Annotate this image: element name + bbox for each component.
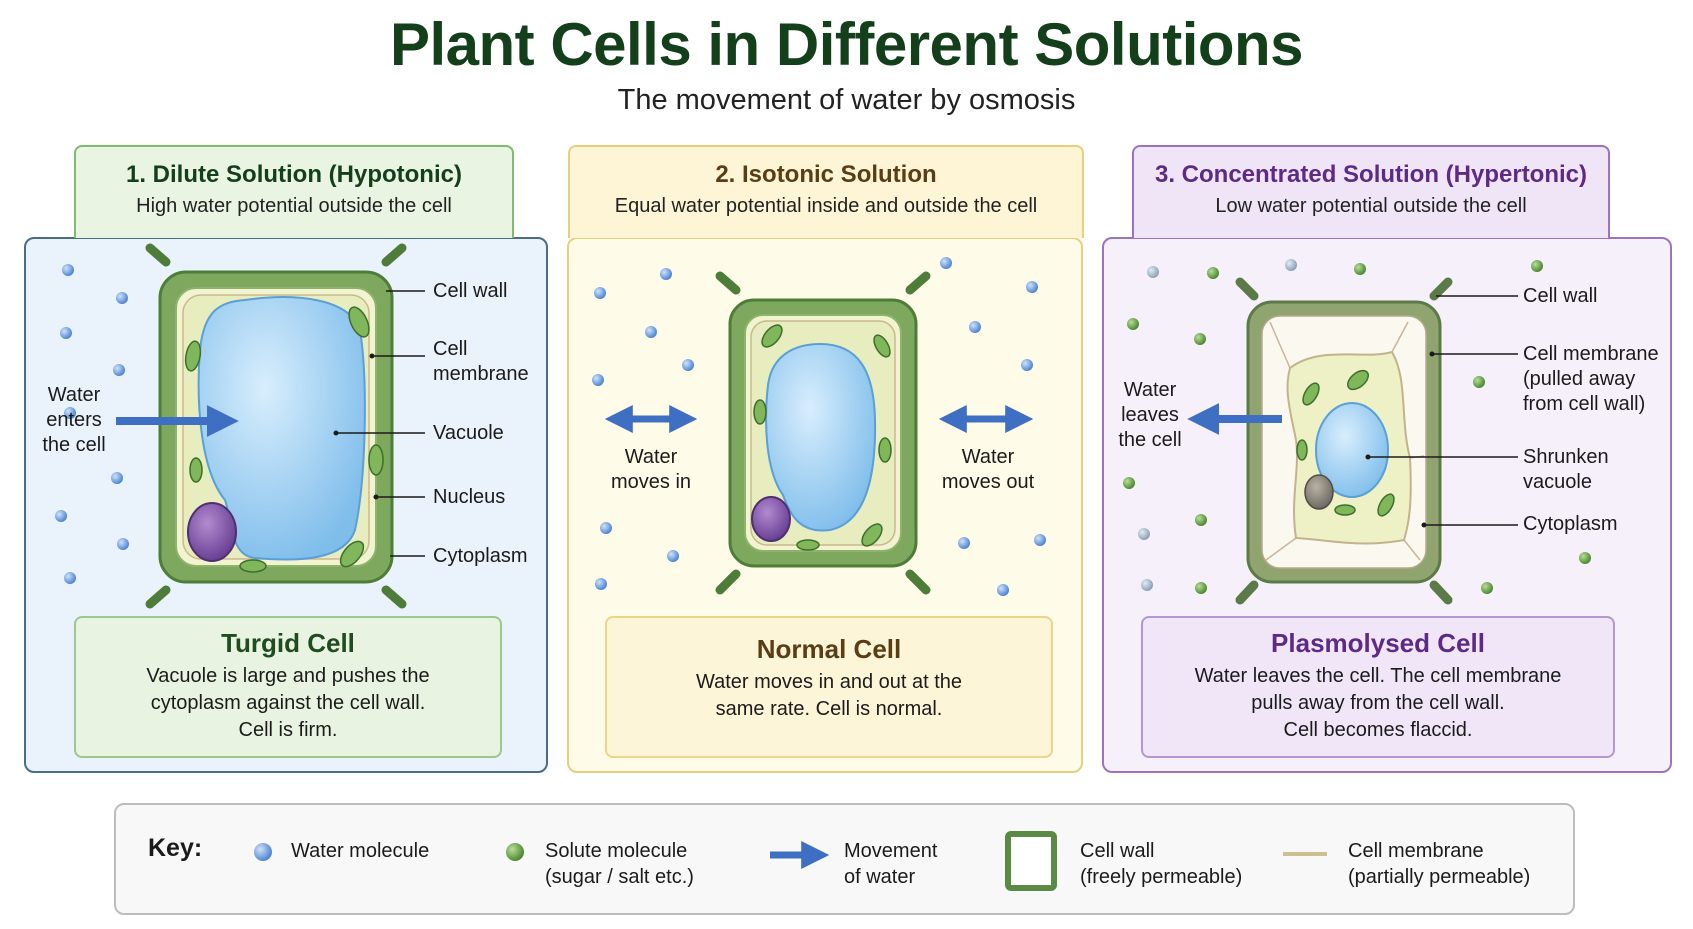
key-movement-of-water: Movement of water — [844, 838, 937, 890]
turgid-cell — [145, 243, 407, 609]
plasmolysed-leader-lines — [1368, 295, 1518, 526]
arrow-label-line: Water — [47, 384, 101, 406]
arrow-label-line: the cell — [1118, 429, 1182, 451]
heading-hypertonic: 3. Concentrated Solution (Hypertonic) — [1154, 161, 1588, 188]
page-title: Plant Cells in Different Solutions — [389, 11, 1304, 78]
normal-cell — [715, 271, 931, 595]
label-cell-membrane-pulled: Cell membrane (pulled away from cell wal… — [1523, 342, 1659, 417]
key-label-line: Cell wall — [1080, 840, 1155, 862]
part-label-line: membrane — [433, 363, 529, 385]
cell-wall-icon — [1005, 831, 1057, 891]
key-label-line: Solute molecule — [545, 840, 688, 862]
key-box — [114, 803, 1575, 915]
header-isotonic: 2. Isotonic Solution Equal water potenti… — [568, 145, 1084, 238]
part-label-line: (pulled away — [1523, 368, 1636, 390]
key-label-line: (freely permeable) — [1080, 866, 1243, 888]
part-label-line: vacuole — [1523, 471, 1592, 493]
label-nucleus: Nucleus — [433, 486, 506, 508]
key-label-line: Cell membrane — [1348, 840, 1484, 862]
label-cytoplasm: Cytoplasm — [433, 545, 528, 567]
arrow-label-line: leaves — [1121, 404, 1179, 426]
heading-hypotonic: 1. Dilute Solution (Hypotonic) — [126, 161, 462, 188]
key-label-line: of water — [844, 866, 916, 888]
caption-line: Water moves in and out at the — [695, 671, 963, 693]
key-title: Key: — [148, 834, 203, 862]
key-label-line: (partially permeable) — [1348, 866, 1531, 888]
arrow-label-line: the cell — [42, 434, 106, 456]
arrow-label-line: moves out — [941, 471, 1035, 493]
label-cell-membrane: Cell membrane — [433, 337, 529, 387]
label-cell-wall: Cell wall — [433, 280, 508, 302]
key-water-molecule: Water molecule — [291, 838, 429, 864]
header-hypertonic: 3. Concentrated Solution (Hypertonic) Lo… — [1132, 145, 1610, 238]
water-enters-label: Water enters the cell — [32, 383, 116, 458]
arrow-label-line: Water — [961, 446, 1015, 468]
caption-line: Vacuole is large and pushes the — [146, 665, 430, 687]
arrow-label-line: Water — [1123, 379, 1177, 401]
hypertonic-molecules — [1123, 259, 1591, 594]
key-label-line: Movement — [844, 840, 938, 862]
key-cell-membrane: Cell membrane (partially permeable) — [1348, 838, 1530, 890]
header-hypotonic: 1. Dilute Solution (Hypotonic) High wate… — [74, 145, 514, 238]
isotonic-water-molecules — [592, 257, 1046, 596]
part-label-line: Cell — [433, 338, 468, 360]
label-shrunken-vacuole: Shrunken vacuole — [1523, 445, 1609, 495]
caption-turgid: Turgid Cell Vacuole is large and pushes … — [74, 616, 502, 758]
turgid-leader-lines — [336, 290, 425, 557]
key-label-line: (sugar / salt etc.) — [545, 866, 694, 888]
arrow-label-line: enters — [46, 409, 102, 431]
water-moves-out-label: Water moves out — [930, 445, 1046, 495]
page-subtitle: The movement of water by osmosis — [617, 84, 1076, 116]
label-vacuole: Vacuole — [433, 422, 504, 444]
caption-line: Water leaves the cell. The cell membrane — [1194, 665, 1562, 687]
caption-line: Cell becomes flaccid. — [1283, 719, 1473, 741]
subheading-isotonic: Equal water potential inside and outside… — [614, 195, 1038, 217]
water-molecule-icon — [254, 843, 272, 861]
water-leaves-label: Water leaves the cell — [1108, 378, 1192, 453]
label-cell-wall-plasmolysed: Cell wall — [1523, 285, 1598, 307]
caption-line: pulls away from the cell wall. — [1251, 692, 1505, 714]
label-cytoplasm-plasmolysed: Cytoplasm — [1523, 513, 1618, 535]
arrow-label-line: moves in — [610, 471, 692, 493]
part-label-line: from cell wall) — [1523, 393, 1646, 415]
part-label-line: Shrunken — [1523, 446, 1609, 468]
caption-line: cytoplasm against the cell wall. — [150, 692, 426, 714]
caption-line: Cell is firm. — [238, 719, 338, 741]
caption-title: Turgid Cell — [221, 628, 355, 658]
heading-isotonic: 2. Isotonic Solution — [715, 161, 937, 188]
subheading-hypotonic: High water potential outside the cell — [136, 195, 452, 217]
subheading-hypertonic: Low water potential outside the cell — [1215, 195, 1527, 217]
plasmolysed-cell — [1235, 277, 1453, 605]
caption-title: Plasmolysed Cell — [1271, 628, 1485, 658]
caption-plasmolysed: Plasmolysed Cell Water leaves the cell. … — [1141, 616, 1615, 758]
key-solute-molecule: Solute molecule (sugar / salt etc.) — [545, 838, 694, 890]
solute-molecule-icon — [506, 843, 524, 861]
water-moves-in-label: Water moves in — [596, 445, 706, 495]
arrow-label-line: Water — [624, 446, 678, 468]
caption-normal: Normal Cell Water moves in and out at th… — [605, 616, 1053, 758]
turgid-water-molecules — [55, 264, 129, 584]
caption-title: Normal Cell — [756, 634, 902, 664]
key-cell-wall: Cell wall (freely permeable) — [1080, 838, 1242, 890]
key-label-line: Water molecule — [291, 840, 430, 862]
caption-line: same rate. Cell is normal. — [715, 698, 943, 720]
part-label-line: Cell membrane — [1523, 343, 1659, 365]
